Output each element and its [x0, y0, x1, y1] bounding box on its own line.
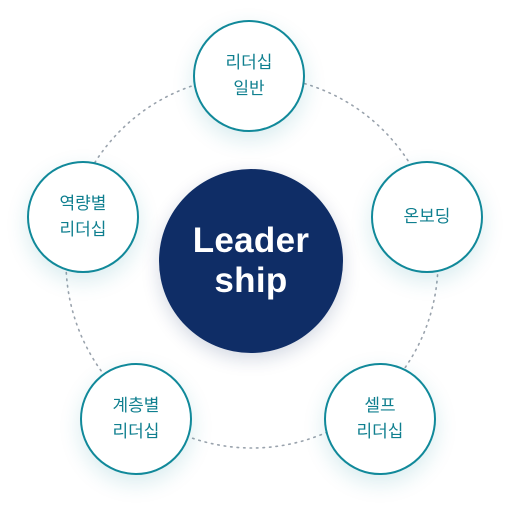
node-label: 계층별 리더십 — [112, 396, 160, 442]
node-onboarding: 온보딩 — [371, 161, 483, 273]
node-competency-leadership: 역량별 리더십 — [27, 161, 139, 273]
node-hierarchical-leadership: 계층별 리더십 — [80, 363, 192, 475]
center-label: Leader ship — [192, 221, 310, 300]
node-label: 리더십 일반 — [225, 53, 273, 99]
node-label: 온보딩 — [403, 207, 451, 227]
node-leadership-general: 리더십 일반 — [193, 20, 305, 132]
node-label: 역량별 리더십 — [59, 194, 107, 240]
center-circle: Leader ship — [159, 169, 343, 353]
node-self-leadership: 셀프 리더십 — [324, 363, 436, 475]
node-label: 셀프 리더십 — [356, 396, 404, 442]
